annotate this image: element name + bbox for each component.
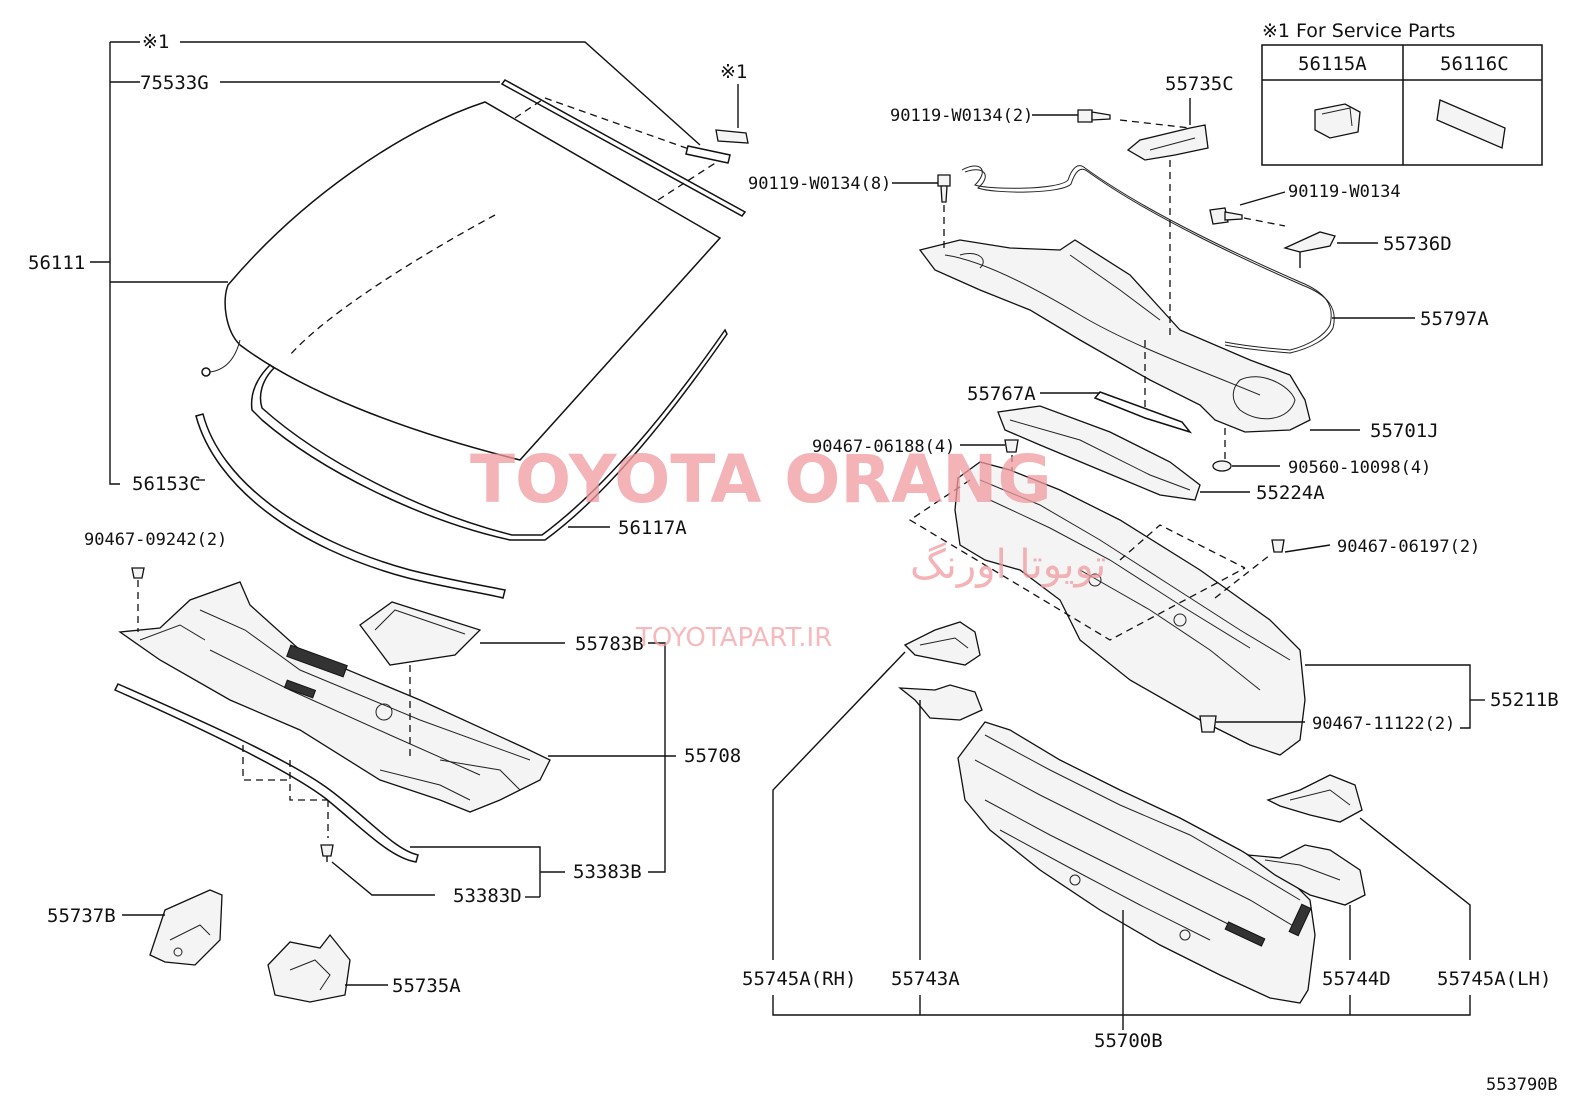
watermark-brand: TOYOTA ORANG <box>470 441 1052 518</box>
washer-90560-10098 <box>1212 428 1280 472</box>
label-55743A: 55743A <box>891 968 960 990</box>
bracket-55743A <box>898 684 983 960</box>
label-90119-W0134-8: 90119-W0134(8) <box>748 174 891 194</box>
label-55797A: 55797A <box>1420 308 1489 330</box>
service-part-56115A-image <box>1314 103 1361 139</box>
label-90467-11122: 90467-11122(2) <box>1312 714 1455 734</box>
label-55211B: 55211B <box>1490 689 1559 711</box>
bracket-55744D <box>1245 844 1366 960</box>
service-parts-table <box>1261 44 1543 166</box>
bracket-55736D <box>1283 231 1378 268</box>
note-ref-clip: ※1 <box>720 61 747 83</box>
label-53383D: 53383D <box>453 885 522 907</box>
lower-molding-56153C <box>195 413 506 599</box>
label-90467-06188: 90467-06188(4) <box>812 437 955 457</box>
watermark-url: TOYOTAPART.IR <box>635 623 832 653</box>
panel-55701J <box>918 239 1360 433</box>
group-bracket-56111 <box>90 41 701 485</box>
service-parts-heading: ※1 For Service Parts <box>1262 20 1455 42</box>
bolts-90119 <box>892 109 1286 250</box>
hose-55797A <box>961 165 1415 354</box>
service-part-56116C: 56116C <box>1440 53 1509 75</box>
cowl-seal-55783B <box>359 601 482 760</box>
label-55224A: 55224A <box>1256 482 1325 504</box>
label-55744D: 55744D <box>1322 968 1391 990</box>
diagram-id: 553790B <box>1486 1075 1558 1095</box>
label-55745A-LH: 55745A(LH) <box>1437 968 1551 990</box>
label-56111: 56111 <box>28 252 85 274</box>
watermark-persian: تویوتا اورنگ <box>910 542 1106 588</box>
dash-panel-55211B <box>908 461 1331 756</box>
label-90560-10098: 90560-10098(4) <box>1288 458 1431 478</box>
insulator-55767A <box>1040 340 1193 434</box>
bracket-55737B <box>122 889 223 966</box>
label-55735C: 55735C <box>1165 73 1234 95</box>
top-molding-75533G <box>500 79 747 217</box>
label-53383B: 53383B <box>573 861 642 883</box>
bracket-55735C <box>1119 98 1209 340</box>
label-55745A-RH: 55745A(RH) <box>742 968 856 990</box>
cover-55224A <box>997 405 1250 501</box>
cowl-top-55708 <box>118 581 551 813</box>
label-55783B: 55783B <box>575 633 644 655</box>
left-leaders <box>410 642 676 898</box>
label-90467-09242: 90467-09242(2) <box>84 530 227 550</box>
bracket-55745A-LH <box>1266 774 1471 960</box>
clip-part <box>685 84 749 164</box>
clip-90467-06188 <box>960 439 1019 470</box>
windshield-glass <box>201 101 722 461</box>
label-90119-W0134-2: 90119-W0134(2) <box>890 106 1033 126</box>
cowl-panel-55700B <box>957 721 1316 1004</box>
label-55700B: 55700B <box>1094 1030 1163 1052</box>
label-55767A: 55767A <box>967 383 1036 405</box>
label-90467-06197: 90467-06197(2) <box>1337 537 1480 557</box>
clip-90467-09242 <box>131 567 145 632</box>
label-75533G: 75533G <box>140 72 209 94</box>
label-55735A: 55735A <box>392 975 461 997</box>
bracket-55735A <box>267 933 388 1003</box>
bottom-bracket-55700B <box>772 910 1471 1030</box>
note-ref-top: ※1 <box>142 31 169 53</box>
weatherstrip-56117A <box>250 328 728 541</box>
clips-right <box>1199 539 1485 733</box>
label-55701J: 55701J <box>1370 420 1439 442</box>
seal-strip-53383B <box>113 683 419 863</box>
label-56153C: 56153C <box>132 473 201 495</box>
clip-53383D <box>320 844 435 896</box>
label-90119-W0134: 90119-W0134 <box>1288 182 1401 202</box>
service-part-56115A: 56115A <box>1298 53 1367 75</box>
label-55736D: 55736D <box>1383 233 1452 255</box>
label-56117A: 56117A <box>618 517 687 539</box>
service-part-56116C-image <box>1436 99 1506 149</box>
label-55737B: 55737B <box>47 905 116 927</box>
label-55708: 55708 <box>684 745 741 767</box>
bracket-55745A-RH <box>772 621 981 960</box>
